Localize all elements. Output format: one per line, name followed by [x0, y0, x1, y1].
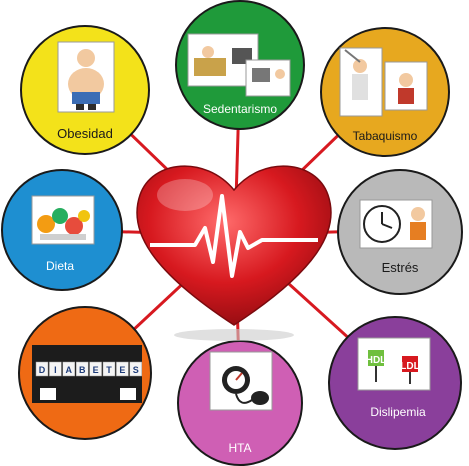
blood-pressure-monitor-icon [209, 351, 273, 411]
sugar-cube-letter: A [66, 365, 73, 375]
label-dislipemia: Dislipemia [370, 405, 426, 419]
sugar-cube-tile [89, 361, 102, 377]
cholesterol-devil-icon: HDL LDL [357, 337, 431, 391]
svg-text:HDL: HDL [366, 355, 387, 366]
sugar-cube-tile [116, 361, 129, 377]
label-obesidad: Obesidad [57, 126, 113, 141]
label-hta: HTA [228, 441, 251, 455]
sugar-cube-letter: I [54, 365, 57, 375]
sugar-cube-tile [75, 361, 89, 377]
sugar-cube-tile [49, 361, 62, 377]
obese-man-icon [57, 41, 115, 113]
sugar-cube-tile [62, 361, 76, 377]
sugar-cube-letter: S [133, 365, 139, 375]
sugar-cube-letter: E [119, 365, 125, 375]
clock-stress-icon [359, 199, 433, 249]
sugar-cube-letter: E [93, 365, 99, 375]
sugar-cube-letter: D [39, 365, 46, 375]
sugar-cube-letter: B [79, 365, 86, 375]
label-tabaquismo: Tabaquismo [353, 129, 418, 143]
sugar-cube-tile [129, 361, 143, 377]
couch-tv-icon [187, 33, 291, 97]
sugar-cube-letter: T [106, 365, 112, 375]
ecg-line-icon [150, 194, 318, 278]
label-dieta: Dieta [46, 259, 74, 273]
label-estres: Estrés [382, 260, 419, 275]
svg-text:LDL: LDL [400, 361, 419, 372]
sugar-cube-tile [102, 361, 116, 377]
sugar-cube-tile [35, 361, 49, 377]
smoking-icon [339, 47, 428, 117]
heart-icon [136, 165, 332, 341]
fruit-salad-icon [31, 195, 95, 245]
label-sedentarismo: Sedentarismo [203, 102, 277, 116]
